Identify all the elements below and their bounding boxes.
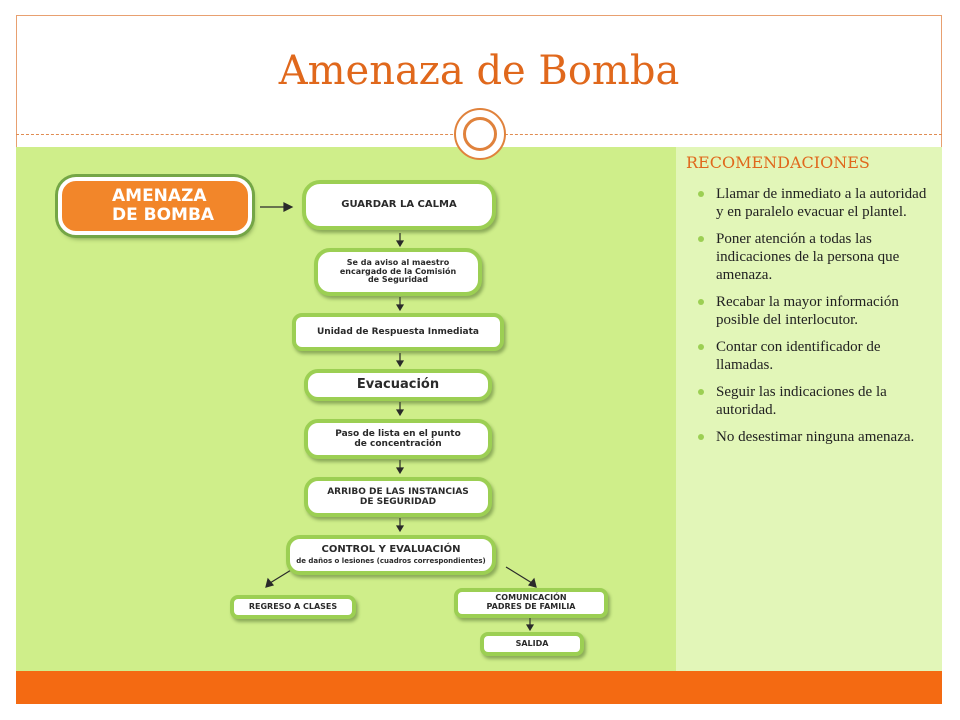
branch-comunicacion-line1: COMUNICACIÓN — [495, 593, 567, 603]
recommendations-list: Llamar de inmediato a la autoridad y en … — [696, 185, 936, 455]
arrow-5-head — [395, 467, 405, 475]
list-item: Poner atención a todas las indicaciones … — [696, 230, 936, 284]
list-item-text: Contar con identificador de llamadas. — [716, 339, 881, 373]
step-arribo-line1: ARRIBO DE LAS INSTANCIAS — [327, 486, 469, 497]
start-line2: DE BOMBA — [112, 205, 215, 225]
list-item-text: No desestimar ninguna amenaza. — [716, 429, 915, 445]
list-item-text: Recabar la mayor información posible del… — [716, 294, 899, 328]
step-aviso-line3: de Seguridad — [367, 275, 429, 285]
step-control-sub: de daños o lesiones (cuadros correspondi… — [296, 556, 486, 565]
step-unidad-respuesta-text: Unidad de Respuesta Inmediata — [317, 326, 479, 337]
recommendations-panel — [676, 147, 942, 671]
final-salida: SALIDA — [480, 632, 584, 656]
arrow-branch-right — [505, 566, 533, 584]
bullet-icon — [698, 299, 704, 305]
list-item-text: Poner atención a todas las indicaciones … — [716, 231, 900, 283]
divider-ring-inner — [463, 117, 497, 151]
arrow-3-head — [395, 360, 405, 368]
step-guardar-la-calma: GUARDAR LA CALMA — [302, 180, 496, 230]
list-item-text: Seguir las indicaciones de la autoridad. — [716, 384, 887, 418]
final-salida-text: SALIDA — [515, 638, 549, 648]
bullet-icon — [698, 389, 704, 395]
step-paso-line2: de concentración — [354, 439, 442, 449]
bullet-icon — [698, 434, 704, 440]
arrow-start-to-calm-head — [283, 202, 294, 212]
bullet-icon — [698, 236, 704, 242]
list-item: Llamar de inmediato a la autoridad y en … — [696, 185, 936, 221]
arrow-branch-right-head — [527, 577, 537, 588]
step-arribo-line2: DE SEGURIDAD — [359, 497, 437, 507]
step-control-text: CONTROL Y EVALUACIÓN — [321, 544, 461, 556]
recommendations-heading: RECOMENDACIONES — [686, 153, 870, 172]
step-guardar-la-calma-text: GUARDAR LA CALMA — [341, 199, 457, 211]
arrow-branch-left-head — [265, 577, 275, 588]
branch-regreso-text: REGRESO A CLASES — [248, 601, 338, 611]
branch-regreso-a-clases: REGRESO A CLASES — [230, 595, 356, 619]
bullet-icon — [698, 344, 704, 350]
step-paso-line1: Paso de lista en el punto — [335, 428, 461, 439]
branch-comunicacion-line2: PADRES DE FAMILIA — [486, 602, 576, 611]
step-unidad-respuesta: Unidad de Respuesta Inmediata — [292, 313, 504, 351]
flow-connectors — [260, 202, 537, 632]
bullet-icon — [698, 191, 704, 197]
list-item: Seguir las indicaciones de la autoridad. — [696, 383, 936, 419]
list-item: Contar con identificador de llamadas. — [696, 338, 936, 374]
arrow-final-head — [525, 624, 535, 632]
list-item-text: Llamar de inmediato a la autoridad y en … — [716, 186, 927, 220]
step-aviso-line1: Se da aviso al maestro — [346, 257, 450, 267]
step-aviso-line2: encargado de la Comisión — [339, 266, 457, 276]
step-evacuacion-text: Evacuación — [356, 376, 440, 392]
footer-bar — [16, 671, 942, 704]
arrow-6-head — [395, 525, 405, 533]
step-evacuacion: Evacuación — [304, 369, 492, 401]
arrow-4-head — [395, 409, 405, 417]
slide-title: Amenaza de Bomba — [278, 48, 680, 94]
arrow-2-head — [395, 304, 405, 312]
start-line1: AMENAZA — [112, 185, 207, 206]
divider-ring-ornament — [454, 108, 506, 160]
list-item: No desestimar ninguna amenaza. — [696, 428, 936, 446]
list-item: Recabar la mayor información posible del… — [696, 293, 936, 329]
arrow-1-head — [395, 240, 405, 248]
